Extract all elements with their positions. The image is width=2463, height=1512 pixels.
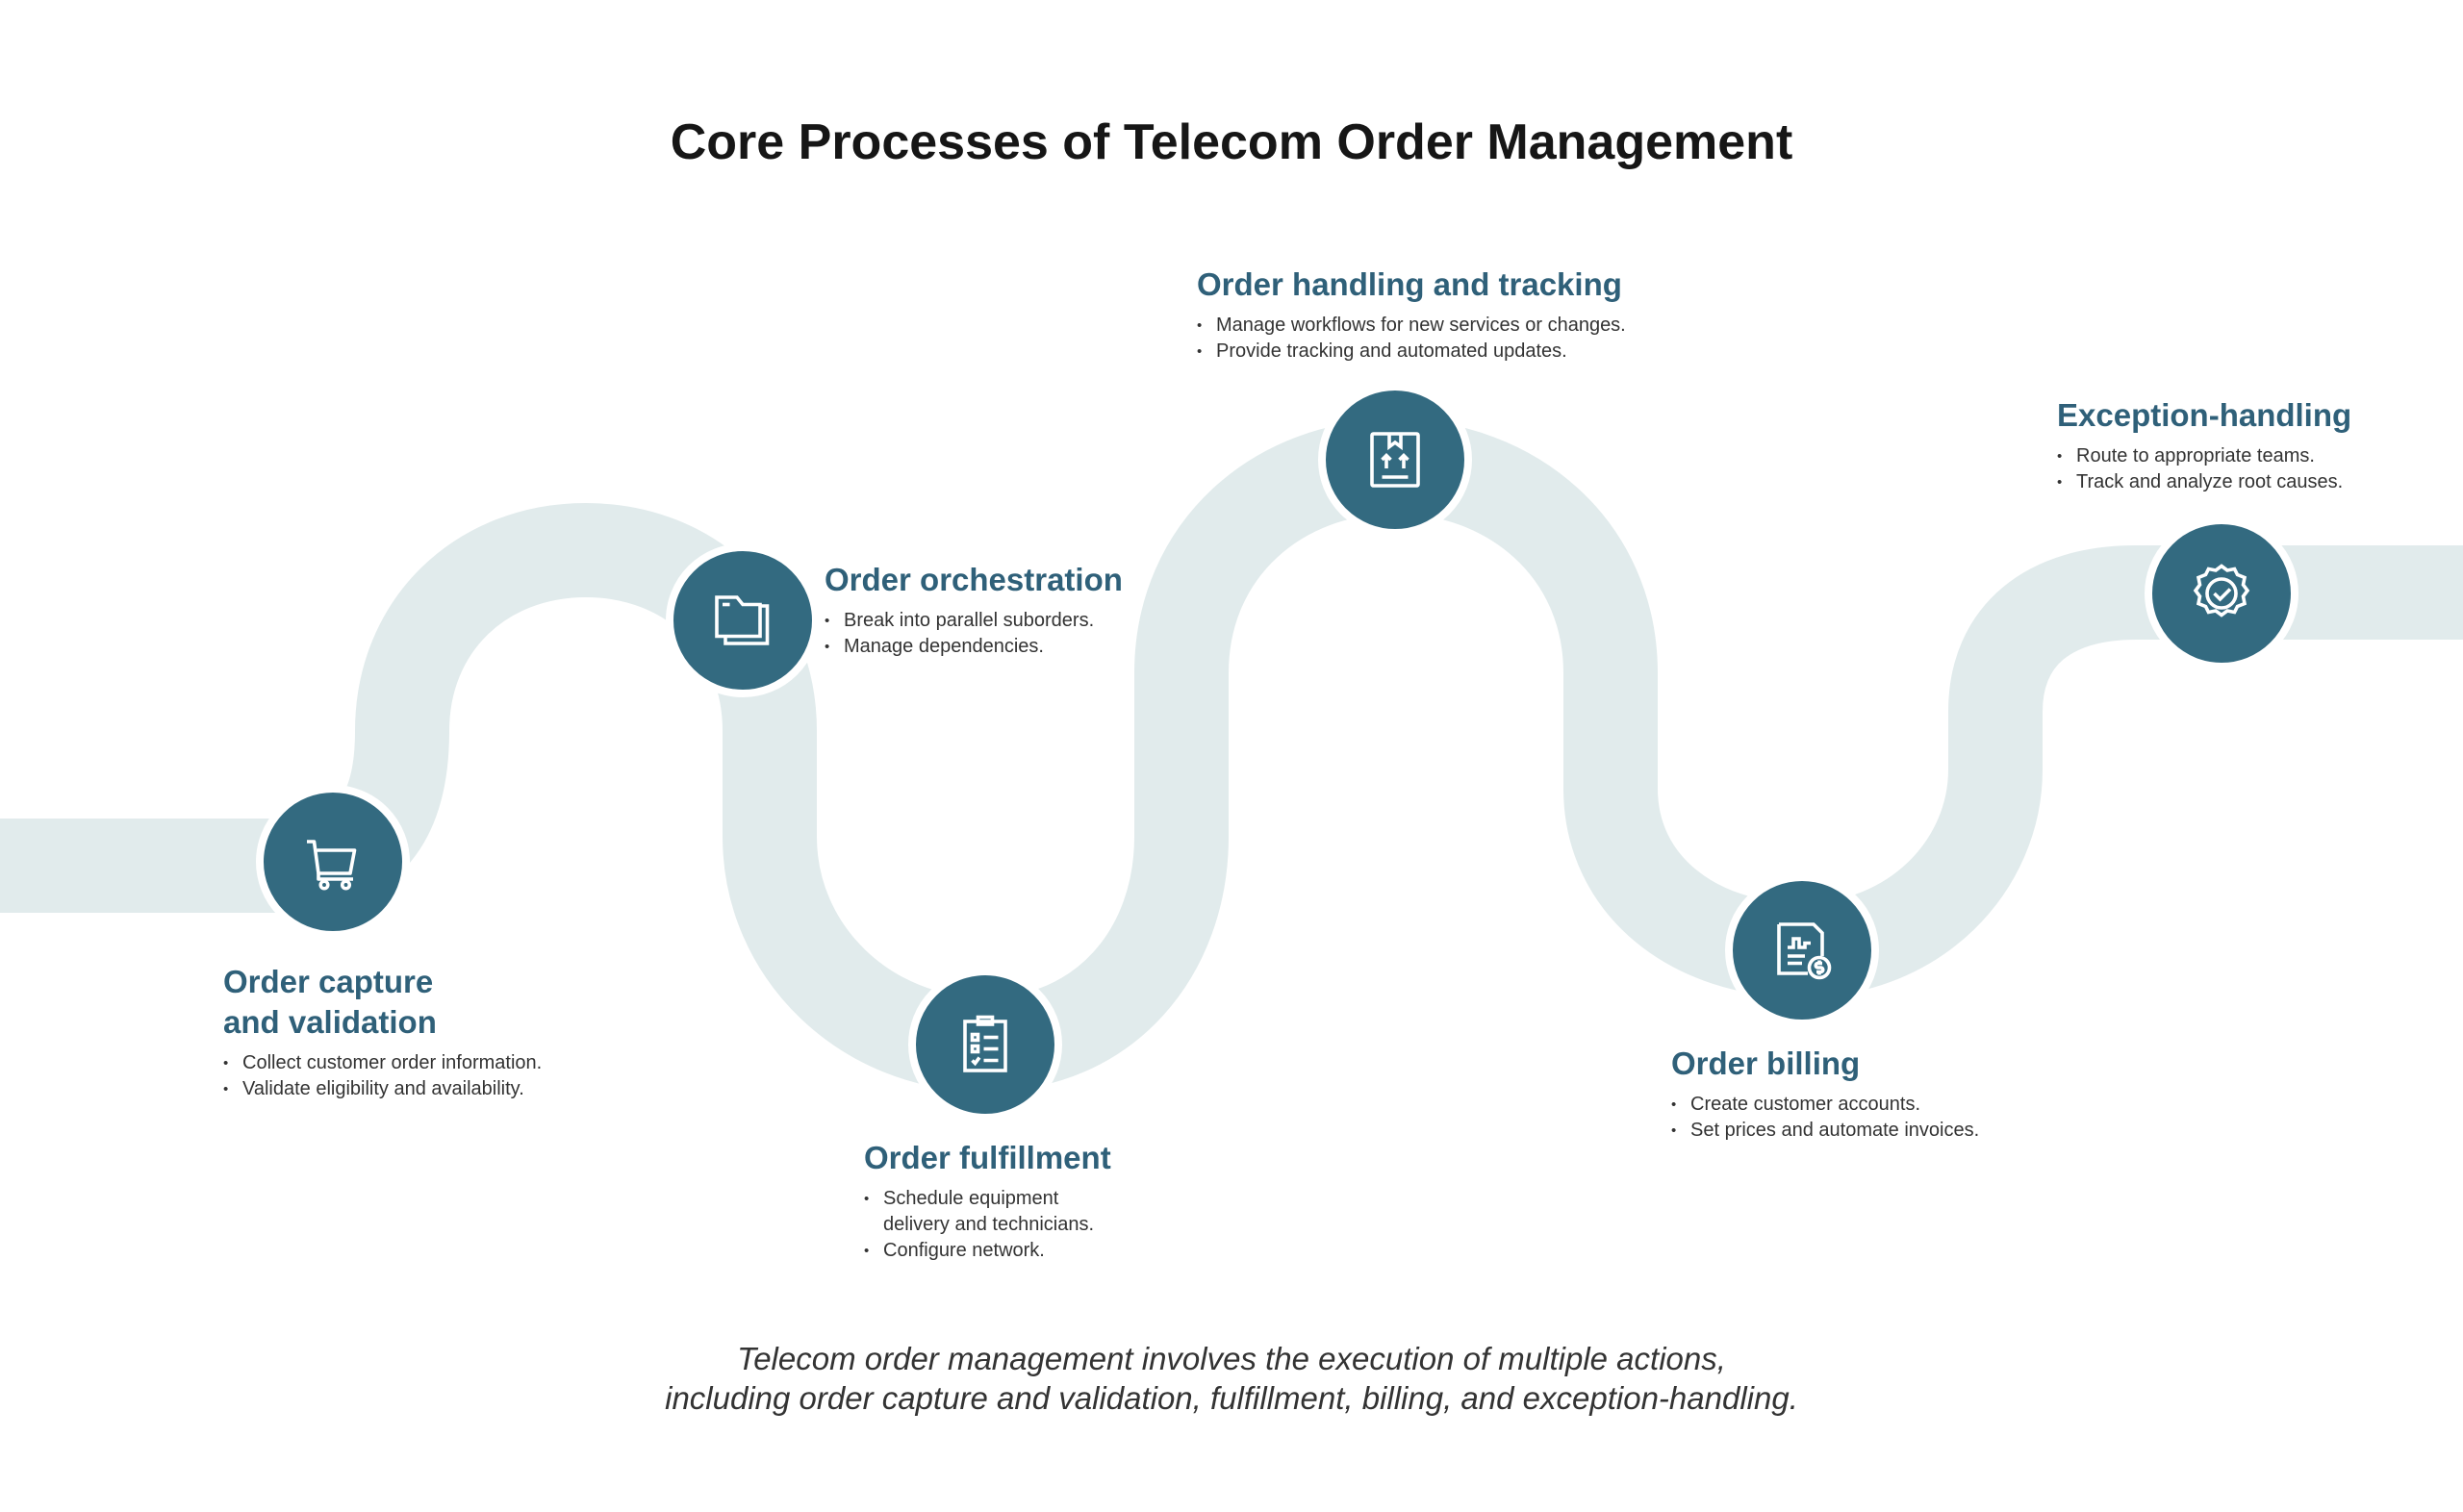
step-title: Order handling and tracking (1197, 266, 1622, 302)
step-bullet: Manage workflows for new services or cha… (1197, 313, 1626, 339)
step-node-order-capture (256, 785, 410, 939)
folders-icon (715, 595, 770, 645)
step-node-order-billing (1725, 873, 1879, 1027)
step-order-handling: Order handling and tracking Manage workf… (1197, 265, 1626, 365)
step-title: Exception-handling (2057, 397, 2352, 433)
step-bullet: Provide tracking and automated updates. (1197, 339, 1626, 365)
step-node-order-handling (1318, 383, 1472, 537)
step-exception-handling: Exception-handling Route to appropriate … (2057, 395, 2351, 495)
invoice-dollar-icon (1777, 922, 1832, 980)
caption: Telecom order management involves the ex… (0, 1339, 2463, 1418)
step-bullet: Create customer accounts. (1671, 1092, 1979, 1118)
step-bullet: Validate eligibility and availability. (223, 1076, 542, 1102)
step-bullet: Route to appropriate teams. (2057, 443, 2351, 469)
step-bullet: Break into parallel suborders. (825, 608, 1123, 634)
step-bullet: Configure network. (864, 1238, 1114, 1264)
step-bullet: Set prices and automate invoices. (1671, 1118, 1979, 1144)
step-bullet: Manage dependencies. (825, 634, 1123, 660)
step-bullet: Collect customer order information. (223, 1050, 542, 1076)
package-arrows-icon (1370, 432, 1420, 488)
step-bullet: Track and analyze root causes. (2057, 469, 2351, 495)
shopping-cart-icon (307, 840, 357, 891)
road-path (0, 418, 2463, 1093)
step-bullet: Schedule equipment delivery and technici… (864, 1186, 1114, 1238)
step-order-billing: Order billing Create customer accounts.S… (1671, 1044, 1979, 1144)
step-node-order-orchestration (666, 543, 820, 697)
step-title: Order fulfillment (864, 1140, 1111, 1175)
step-title: Order orchestration (825, 562, 1123, 597)
caption-line: Telecom order management involves the ex… (737, 1341, 1726, 1376)
step-title: Order billing (1671, 1046, 1861, 1081)
badge-check-icon (2193, 564, 2250, 617)
step-order-fulfillment: Order fulfillment Schedule equipment del… (864, 1138, 1114, 1264)
clipboard-checklist-icon (963, 1015, 1007, 1072)
step-order-orchestration: Order orchestration Break into parallel … (825, 560, 1123, 660)
step-node-order-fulfillment (908, 968, 1062, 1121)
page-title: Core Processes of Telecom Order Manageme… (670, 114, 1793, 170)
step-node-exception-handling (2145, 517, 2298, 670)
caption-line: including order capture and validation, … (665, 1380, 1798, 1416)
